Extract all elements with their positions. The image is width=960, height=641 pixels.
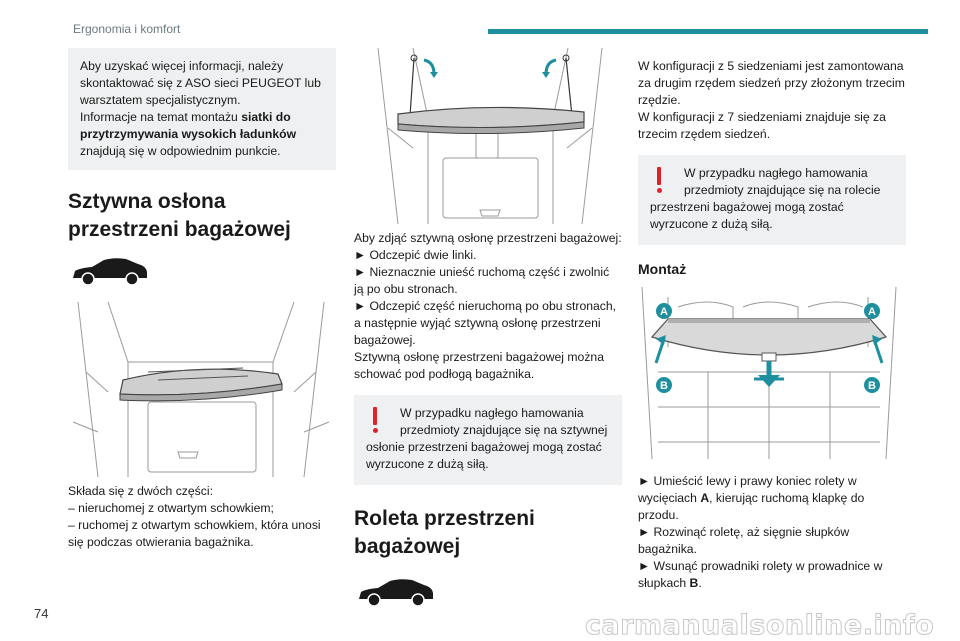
label-b-right: B	[864, 377, 880, 393]
info-text-2-post: znajdują się w odpowiednim punkcie.	[80, 144, 281, 158]
car-side-icon	[70, 256, 336, 288]
info-text-2-pre: Informacje na temat montażu	[80, 110, 242, 124]
rigid-cover-description: Składa się z dwóch części: – nieruchomej…	[68, 483, 336, 551]
warning-icon	[656, 167, 662, 193]
mount-step-1: ► Umieścić lewy i prawy koniec rolety w …	[638, 473, 906, 524]
header-accent-bar	[488, 29, 928, 34]
desc-line-1: Składa się z dwóch części:	[68, 484, 213, 498]
section-title-roller-blind: Roleta przestrzeni bagażowej	[354, 507, 535, 558]
mount-instructions: ► Umieścić lewy i prawy koniec rolety w …	[638, 473, 906, 592]
remove-step-1: ► Odczepić dwie linki.	[354, 248, 477, 262]
label-a-text: A	[660, 306, 668, 318]
warning-box-roller: W przypadku nagłego hamowania przedmioty…	[638, 155, 906, 245]
warning-text-first: W przypadku nagłego hamowania przedmioty…	[400, 406, 608, 437]
warning-icon	[372, 407, 378, 433]
mount-step-2: ► Rozwinąć roletę, aż sięgnie słupków ba…	[638, 525, 850, 556]
remove-step-2: ► Nieznacznie unieść ruchomą część i zwo…	[354, 265, 610, 296]
remove-instructions: Aby zdjąć sztywną osłonę przestrzeni bag…	[354, 230, 622, 383]
info-text-2-bold: siatki do przytrzymywania wysokich ładun…	[80, 110, 297, 141]
config-7-seats: W konfiguracji z 7 siedzeniami znajduje …	[638, 110, 886, 141]
mount-step-1-bold: A	[700, 491, 710, 505]
label-b-text: B	[868, 380, 876, 392]
watermark: carmanualsonline.info	[584, 610, 935, 641]
label-a-text: A	[868, 306, 876, 318]
info-text-2: Informacje na temat montażu siatki do pr…	[80, 109, 324, 160]
storage-note: Sztywną osłonę przestrzeni bagażowej moż…	[354, 350, 604, 381]
warning-text-first: W przypadku nagłego hamowania przedmioty…	[684, 166, 881, 197]
config-text: W konfiguracji z 5 siedzeniami jest zamo…	[638, 58, 906, 143]
label-a-right: A	[864, 303, 880, 319]
column-right: W konfiguracji z 5 siedzeniami jest zamo…	[638, 48, 906, 592]
mount-step-3-post: .	[698, 576, 702, 590]
remove-step-3: ► Odczepić część nieruchomą po obu stron…	[354, 299, 617, 347]
rigid-cover-illustration	[68, 302, 336, 477]
config-5-seats: W konfiguracji z 5 siedzeniami jest zamo…	[638, 59, 905, 107]
mount-step-3-bold: B	[689, 576, 699, 590]
page-header-title: Ergonomia i komfort	[73, 22, 181, 36]
car-side-icon	[356, 577, 622, 609]
desc-line-3: – ruchomej z otwartym schowkiem, która u…	[68, 518, 321, 549]
label-b-text: B	[660, 380, 668, 392]
mount-step-3-pre: ► Wsunąć prowadniki rolety w prowadnice …	[638, 559, 883, 590]
desc-line-2: – nieruchomej z otwartym schowkiem;	[68, 501, 274, 515]
label-a-left: A	[656, 303, 672, 319]
info-text-1: Aby uzyskać więcej informacji, należy sk…	[80, 59, 321, 107]
warning-text-rest: przestrzeni bagażowej mogą zostać wyrzuc…	[650, 200, 844, 231]
column-left: Aby uzyskać więcej informacji, należy sk…	[68, 48, 336, 551]
page-number: 74	[34, 606, 49, 621]
mount-step-3: ► Wsunąć prowadniki rolety w prowadnice …	[638, 558, 906, 592]
column-middle: Aby zdjąć sztywną osłonę przestrzeni bag…	[354, 48, 622, 609]
label-b-left: B	[656, 377, 672, 393]
mount-step-1-pre: ► Umieścić lewy i prawy koniec rolety w …	[638, 474, 857, 505]
remove-cover-illustration	[358, 48, 622, 224]
roller-blind-illustration: A A B B	[638, 287, 906, 459]
section-title-rigid-cover: Sztywna osłona przestrzeni bagażowej	[68, 190, 291, 241]
warning-text-rest: osłonie przestrzeni bagażowej mogą zosta…	[366, 440, 602, 471]
montaz-title: Montaż	[638, 261, 687, 277]
remove-intro: Aby zdjąć sztywną osłonę przestrzeni bag…	[354, 231, 622, 245]
info-box: Aby uzyskać więcej informacji, należy sk…	[68, 48, 336, 170]
warning-box-rigid: W przypadku nagłego hamowania przedmioty…	[354, 395, 622, 485]
mount-step-1-post: , kierując ruchomą klapkę do przodu.	[638, 491, 865, 522]
